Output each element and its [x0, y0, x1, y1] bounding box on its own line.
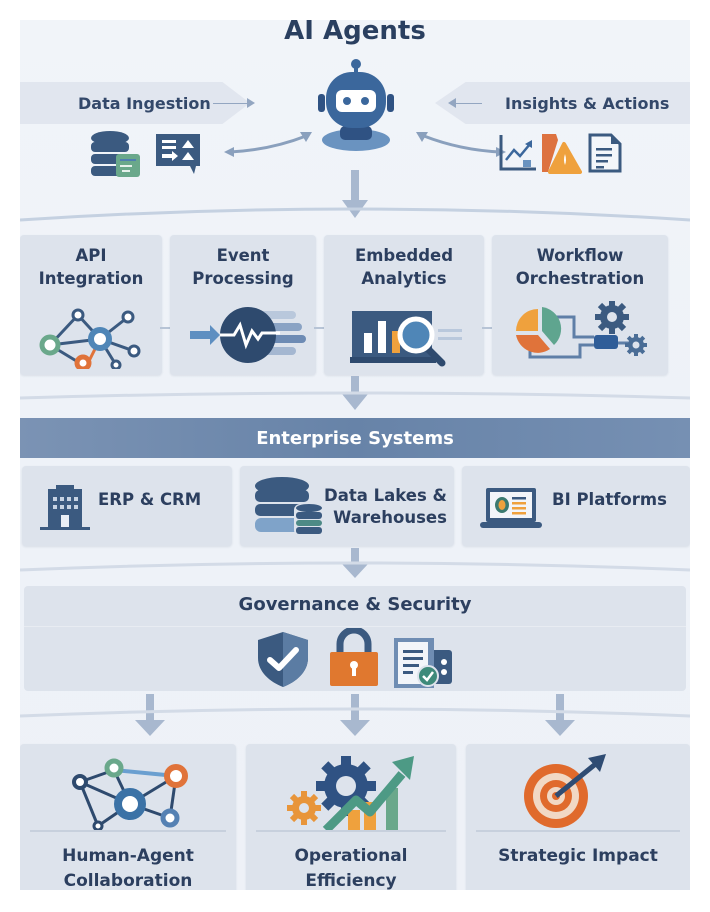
robot-icon	[304, 54, 408, 158]
database-icon	[90, 130, 142, 180]
enterprise-systems-title: Enterprise Systems	[256, 427, 454, 449]
capability-card-workflow-orchestration: Workflow Orchestration	[492, 235, 668, 375]
network-icon	[38, 307, 148, 369]
padlock-icon	[328, 628, 380, 688]
alert-icon	[540, 132, 582, 174]
down-arrow	[135, 694, 165, 738]
insights-arrow-head	[448, 98, 456, 108]
capability-title-line2: Processing	[192, 269, 294, 288]
connector-line	[482, 327, 496, 329]
gear-growth-icon	[286, 752, 426, 832]
diagram-canvas: AI Agents Data Ingestion Insights & Acti…	[20, 20, 690, 890]
connector-line	[160, 327, 176, 329]
section-separator	[20, 561, 690, 572]
outcome-title-line1: Human-Agent	[62, 846, 194, 866]
document-icon	[587, 132, 623, 174]
pulse-icon	[190, 303, 310, 363]
outcome-title-line1: Strategic Impact	[498, 846, 658, 866]
connector-line	[314, 327, 328, 329]
capability-title-line2: Integration	[38, 269, 144, 288]
enterprise-systems-bar: Enterprise Systems	[20, 418, 690, 458]
analytics-icon	[350, 305, 466, 369]
system-card-bi-platforms: BI Platforms	[462, 466, 690, 546]
capability-card-event-processing: Event Processing	[170, 235, 316, 375]
capability-title-line2: Analytics	[361, 269, 447, 288]
ingestion-arrow-head	[247, 98, 255, 108]
capability-title-line2: Orchestration	[515, 269, 645, 288]
system-card-data-lakes: Data Lakes & Warehouses	[240, 466, 454, 546]
capability-card-api-integration: API Integration	[20, 235, 162, 375]
capability-title-line1: Event	[216, 246, 270, 265]
outcome-divider	[30, 830, 226, 832]
capability-title-line1: Workflow	[536, 246, 624, 265]
laptop-dashboard-icon	[478, 486, 544, 532]
outcome-card-operational-efficiency: Operational Efficiency	[246, 744, 456, 890]
section-separator	[20, 391, 690, 400]
data-ingestion-banner: Data Ingestion	[20, 82, 250, 124]
diagram-title: AI Agents	[284, 20, 426, 46]
left-bidirectional-arrow	[220, 126, 320, 166]
workflow-icon	[514, 301, 654, 367]
ingestion-arrow-line	[213, 103, 253, 104]
building-icon	[38, 483, 92, 531]
outcome-title-line2: Efficiency	[305, 871, 397, 890]
insights-actions-label: Insights & Actions	[505, 93, 670, 113]
right-bidirectional-arrow	[410, 126, 510, 166]
system-label: ERP & CRM	[98, 490, 202, 509]
outcome-divider	[256, 830, 446, 832]
collaboration-network-icon	[70, 756, 190, 830]
compliance-document-icon	[392, 634, 458, 690]
system-label-line1: Data Lakes &	[324, 486, 447, 505]
system-label-line2: Warehouses	[333, 508, 447, 527]
down-arrow	[545, 694, 575, 738]
data-ingestion-label: Data Ingestion	[78, 93, 211, 113]
down-arrow	[342, 376, 368, 412]
system-label: BI Platforms	[552, 490, 667, 509]
governance-title: Governance & Security	[238, 594, 472, 615]
governance-security-panel: Governance & Security	[24, 586, 686, 691]
system-card-erp-crm: ERP & CRM	[22, 466, 232, 546]
section-separator	[20, 707, 690, 718]
shield-check-icon	[256, 630, 310, 688]
database-icon	[254, 476, 326, 538]
target-icon	[522, 752, 622, 832]
down-arrow	[342, 548, 368, 580]
capability-card-embedded-analytics: Embedded Analytics	[324, 235, 484, 375]
section-separator	[20, 207, 690, 222]
capability-title-line1: API	[75, 246, 107, 265]
system-label-block: Data Lakes & Warehouses	[324, 485, 447, 529]
outcome-title-line2: Collaboration	[63, 871, 193, 890]
outcome-title-line1: Operational	[294, 846, 408, 866]
line-chart-icon	[498, 132, 538, 172]
governance-divider	[24, 626, 686, 627]
message-icon	[154, 132, 202, 176]
capability-title-line1: Embedded	[354, 246, 454, 265]
outcome-card-strategic-impact: Strategic Impact	[466, 744, 690, 890]
insights-arrow-line	[452, 103, 482, 104]
outcome-divider	[476, 830, 680, 832]
outcome-card-human-agent-collaboration: Human-Agent Collaboration	[20, 744, 236, 890]
